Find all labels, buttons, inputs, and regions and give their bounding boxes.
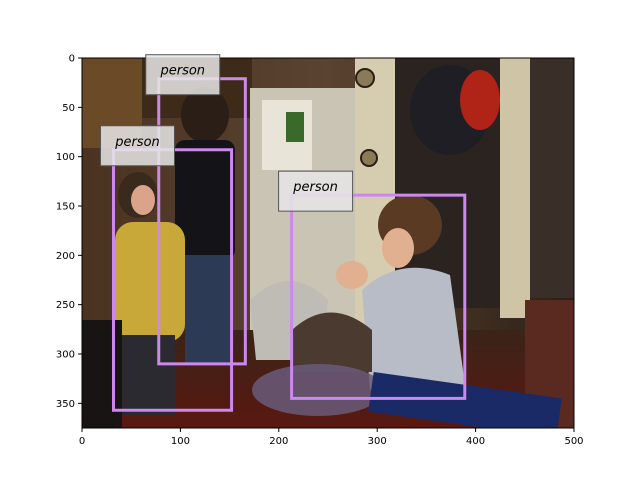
detection-label-box [145, 54, 221, 96]
detection-box [290, 193, 467, 400]
y-tick-label: 200 [56, 251, 75, 262]
detection-label: person [114, 135, 160, 150]
x-tick-label: 400 [466, 436, 485, 447]
x-tick-label: 200 [269, 436, 288, 447]
y-tick-label: 0 [69, 54, 75, 65]
axes-frame [81, 57, 575, 429]
detection-label: person [159, 64, 205, 79]
detection-label: person [292, 180, 338, 195]
x-tick-label: 300 [368, 436, 387, 447]
y-tick-label: 100 [56, 152, 75, 163]
detection-label-box [99, 125, 175, 167]
y-tick-label: 150 [56, 202, 75, 213]
y-tick-label: 250 [56, 300, 75, 311]
y-tick-label: 350 [56, 399, 75, 410]
detection-label-box [278, 170, 354, 212]
y-axis-ticks: 0 50 100 150 200 250 300 350 [56, 54, 82, 410]
y-tick-label: 300 [56, 350, 75, 361]
x-tick-label: 500 [564, 436, 583, 447]
x-tick-label: 0 [79, 436, 85, 447]
x-axis-ticks: 0 100 200 300 400 500 [79, 428, 584, 447]
detection-layer: person person person [99, 54, 467, 412]
photo [82, 58, 574, 428]
y-tick-label: 50 [62, 103, 75, 114]
x-tick-label: 100 [171, 436, 190, 447]
